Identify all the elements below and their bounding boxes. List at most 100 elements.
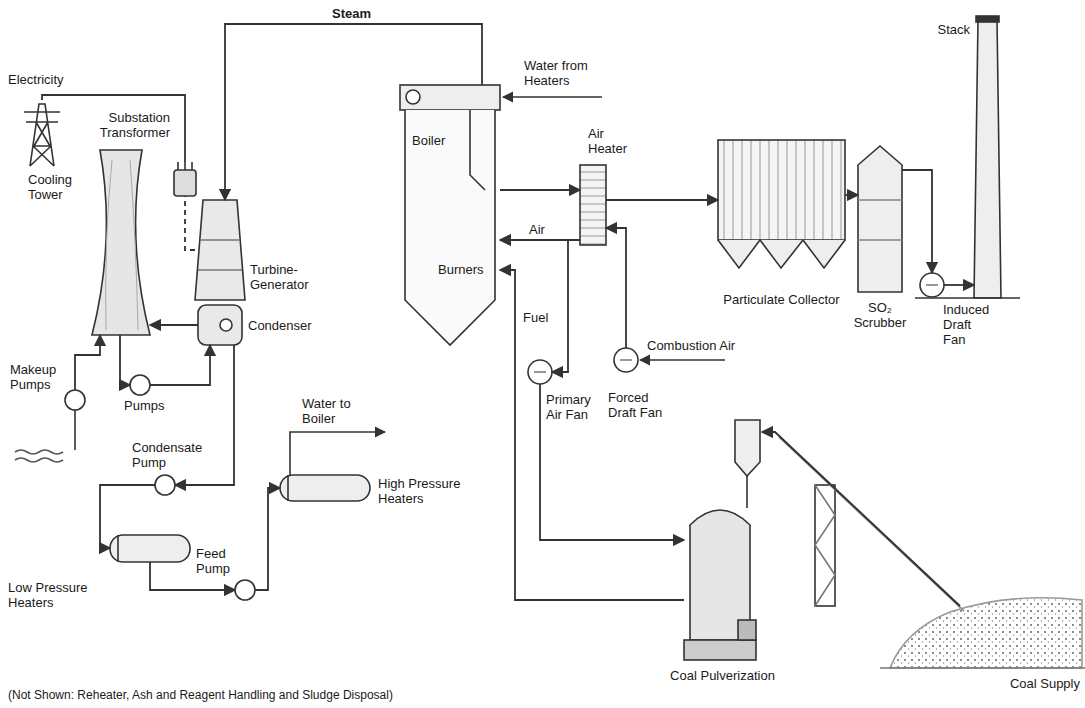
equipment-label: Burners [438,262,494,277]
water-source [74,410,76,450]
flow-arrow [500,270,684,600]
heater-vessel [280,475,370,501]
plant-illustration [15,16,1085,668]
flow-arrow [540,384,684,540]
equipment-label: Induced Draft Fan [943,302,997,347]
flow-arrow [175,345,234,485]
equipment-label: Condensate Pump [132,440,212,470]
turbine-generator-casing [195,200,245,300]
pulverizer-mill [735,420,760,476]
coal-pile [890,598,1082,668]
equipment-label: Primary Air Fan [546,392,602,422]
flow-arrow [902,170,932,273]
pump-symbol [130,375,150,395]
flow-arrow [225,24,482,200]
pump-box: Makeup Pumps [65,390,85,410]
pump-symbol [65,390,85,410]
pulverizer-mill [746,476,748,508]
flow-arrow [255,488,280,590]
air-heater-body [580,165,606,245]
heater-vessel [287,475,289,501]
flow-arrow [290,97,725,475]
pylon-symbol [24,104,60,166]
heater-box: Low Pressure Heaters [110,535,190,562]
heater-vessel [110,535,190,562]
cooling-tower-shell [92,150,150,335]
pump-symbol [155,475,175,495]
particulate-collector-box: Particulate Collector [718,140,845,268]
conveyor-structure [815,485,835,606]
power-line [185,196,195,250]
scrubber-tower [858,146,902,292]
coal-pile-box: Coal Supply [890,606,1082,668]
turbine-generator-casing [198,240,242,270]
equipment-label: Pumps [124,398,174,413]
equipment-label: Feed Pump [196,546,238,576]
flow-label: Fuel [521,310,550,325]
equipment-label: Cooling Tower [28,172,90,202]
stack-chimney [915,297,1020,299]
scrubber-tower [858,200,902,240]
flow-arrow [606,228,626,348]
stack-chimney [974,20,1001,298]
equipment-label: Forced Draft Fan [608,390,664,420]
flow-arrow [606,199,718,201]
pulverizer-mill [738,620,756,640]
pump-symbol [235,580,255,600]
flow-arrow [150,324,198,326]
baghouse-body [718,240,845,268]
flow-arrow [845,194,858,196]
boiler-box: BoilerBurners [400,85,500,345]
pump-box: Pumps [130,375,150,395]
baghouse-body [718,140,845,268]
condenser-shell [198,305,242,345]
flow-label: Steam [330,6,373,21]
fan-box: Induced Draft Fan [920,273,944,297]
pulverizer-mill [684,420,760,660]
conveyor-structure [779,437,964,611]
transformer-box: Substation Transformer [174,162,196,196]
transformer-symbol [178,162,192,170]
cooling-tower-shell [106,160,138,330]
flow-arrow [552,240,580,372]
stack-box: Stack [974,16,1001,298]
flow-label: Air [527,222,547,237]
footnote: (Not Shown: Reheater, Ash and Reagent Ha… [6,688,395,703]
boiler-outline [400,85,500,345]
equipment-label: SO₂ Scrubber [848,300,912,330]
coal-pile [880,598,1085,668]
air-heater-box: Air Heater [580,165,606,245]
equipment-label: Turbine-Generator [250,262,330,292]
flow-arrow [120,335,130,385]
baghouse-body [718,140,845,240]
power-line [42,95,185,162]
equipment-label: Low Pressure Heaters [8,580,108,610]
equipment-label: Substation Transformer [90,110,170,140]
flow-arrow [75,335,100,390]
coal-pile [880,667,1085,669]
flow-label: Water from Heaters [522,58,602,88]
heater-box: High Pressure Heaters [280,475,370,501]
pylon-box: Electricity [24,100,62,166]
pump-symbol [65,375,255,600]
condenser-shell [198,305,242,345]
water-source [15,450,63,462]
water-source [15,410,75,462]
flow-label: Water to Boiler [300,396,364,426]
cooling-tower-box: Cooling Tower [92,150,150,335]
condenser-shell [220,319,232,331]
equipment-label: Coal Supply [972,676,1080,691]
equipment-label: Electricity [8,72,98,87]
fan-box: Primary Air Fan [528,360,552,384]
stack-chimney [976,16,999,22]
flow-arrow [944,284,974,286]
equipment-label: Condenser [248,318,328,333]
cooling-tower-shell [92,150,150,335]
equipment-label: High Pressure Heaters [378,476,478,506]
equipment-label: Particulate Collector [714,292,849,307]
boiler-outline [406,90,420,104]
